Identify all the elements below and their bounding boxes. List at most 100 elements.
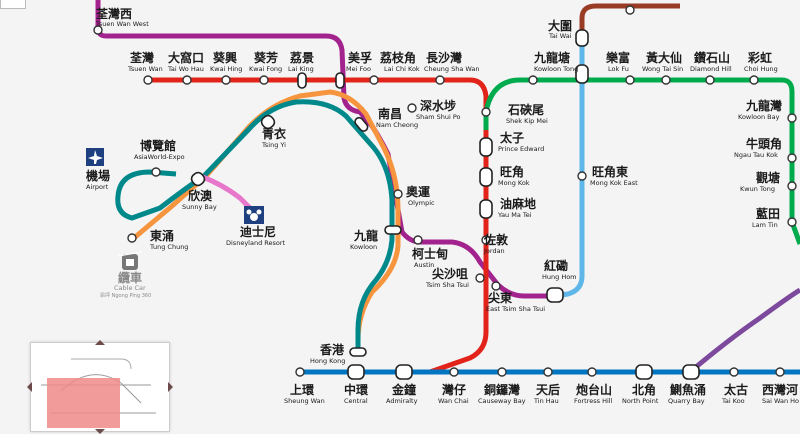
label-causeway-bay-zh: 銅鑼灣 <box>483 382 520 397</box>
label-wan-chai-zh: 灣仔 <box>442 382 466 397</box>
label-jordan-en: Jordan <box>483 247 505 255</box>
label-hong-kong-en: Hong Kong <box>310 357 345 365</box>
cable-car-icon <box>117 251 143 270</box>
disneyland-mickey-icon <box>244 206 264 224</box>
collapse-tab-button[interactable] <box>0 0 26 9</box>
tsuen-wan-line <box>148 77 489 375</box>
label-east-tsim-sha-tsui-en: East Tsim Sha Tsui <box>486 305 545 313</box>
label-mei-foo-en: Mei Foo <box>346 65 371 73</box>
label-lam-tin-zh: 藍田 <box>756 206 780 221</box>
minimap-navigator[interactable] <box>27 340 173 434</box>
label-nam-cheong-zh: 南昌 <box>378 106 402 121</box>
label-sheung-wan-en: Sheung Wan <box>284 397 325 405</box>
label-tsuen-wan-zh: 荃灣 <box>130 50 154 65</box>
label-hong-kong-zh: 香港 <box>319 342 345 357</box>
label-asiaworld-expo-zh: 博覽館 <box>140 138 176 153</box>
airport-plane-icon <box>86 148 104 166</box>
label-jordan-zh: 佐敦 <box>483 232 509 247</box>
label-tsing-yi-en: Tsing Yi <box>261 141 286 149</box>
label-austin-en: Austin <box>414 261 434 269</box>
label-asiaworld-expo-en: AsiaWorld-Expo <box>134 153 185 161</box>
label-yau-ma-tei-zh: 油麻地 <box>500 196 536 211</box>
label-tin-hau-en: Tin Hau <box>533 397 559 405</box>
label-airport-zh: 機場 <box>86 168 110 183</box>
label-shek-kip-mei-zh: 石硤尾 <box>507 102 544 117</box>
tseung-kwan-o-line <box>688 287 800 374</box>
label-central-zh: 中環 <box>344 382 369 397</box>
label-cheung-sha-wan-zh: 長沙灣 <box>426 50 462 65</box>
label-tsim-sha-tsui-zh: 尖沙咀 <box>432 266 468 281</box>
label-tung-chung-zh: 東涌 <box>150 228 174 243</box>
label-yau-ma-tei-en: Yau Ma Tei <box>497 211 532 219</box>
label-tai-wai-en: Tai Wai <box>548 32 572 40</box>
label-tsim-sha-tsui-en: Tsim Sha Tsui <box>425 281 469 289</box>
label-lok-fu-zh: 樂富 <box>605 50 630 65</box>
label-olympic-en: Olympic <box>408 199 435 207</box>
label-tsing-yi-zh: 青衣 <box>262 126 286 141</box>
label-lai-chi-kok-en: Lai Chi Kok <box>384 65 420 73</box>
label-hung-hom-zh: 紅磡 <box>544 258 568 273</box>
label-choi-hung-en: Choi Hung <box>744 65 778 73</box>
minimap-viewport-indicator[interactable] <box>47 378 120 428</box>
label-quarry-bay-zh: 鰂魚涌 <box>669 382 706 397</box>
label-hung-hom-en: Hung Hom <box>542 273 577 281</box>
label-kowloon-zh: 九龍 <box>353 228 378 243</box>
label-shek-kip-mei-en: Shek Kip Mei <box>506 117 548 125</box>
label-cable-car-sub: 昂坪 Ngong Ping 360 <box>100 292 151 299</box>
label-nam-cheong-en: Nam Cheong <box>376 121 418 129</box>
label-tai-koo-en: Tai Koo <box>721 397 745 405</box>
label-mong-kok-en: Mong Kok <box>498 179 530 187</box>
pan-up-arrow-icon[interactable] <box>95 340 105 345</box>
label-kowloon-tong-en: Kowloon Tong <box>534 65 578 73</box>
label-disneyland-zh: 迪士尼 <box>240 224 276 239</box>
label-kwai-fong-zh: 葵芳 <box>253 50 278 65</box>
label-sai-wan-ho-zh: 西灣河 <box>762 382 798 397</box>
pan-down-arrow-icon[interactable] <box>95 429 105 434</box>
label-kwun-tong-en: Kwun Tong <box>740 185 775 193</box>
label-sheung-wan-zh: 上環 <box>290 382 315 397</box>
label-tai-wo-hau-en: Tai Wo Hau <box>167 65 204 73</box>
pan-left-arrow-icon[interactable] <box>27 382 32 392</box>
label-tung-chung-en: Tung Chung <box>149 243 188 251</box>
label-east-tsim-sha-tsui-zh: 尖東 <box>488 290 512 305</box>
label-kowloon-bay-en: Kowloon Bay <box>738 113 780 121</box>
label-north-point-zh: 北角 <box>632 382 656 397</box>
label-airport-en: Airport <box>86 183 109 191</box>
label-central-en: Central <box>344 397 368 405</box>
label-admiralty-zh: 金鐘 <box>391 382 416 397</box>
kwun-tong-line <box>483 77 800 245</box>
label-prince-edward-en: Prince Edward <box>498 145 544 153</box>
label-kowloon-en: Kowloon <box>350 243 377 251</box>
label-olympic-zh: 奧運 <box>405 184 430 199</box>
airport-express-line <box>115 99 395 354</box>
label-wong-tai-sin-zh: 黃大仙 <box>645 50 682 65</box>
label-lam-tin-en: Lam Tin <box>752 221 778 229</box>
label-sunny-bay-en: Sunny Bay <box>182 203 217 211</box>
label-lai-king-en: Lai King <box>288 65 314 73</box>
label-tsuen-wan-west-en: Tsuen Wan West <box>95 20 149 28</box>
label-admiralty-en: Admiralty <box>386 397 418 405</box>
label-mei-foo-zh: 美孚 <box>348 50 372 65</box>
label-mong-kok-east-zh: 旺角東 <box>592 164 628 179</box>
label-kwai-hing-zh: 葵興 <box>212 50 237 65</box>
label-kowloon-tong-zh: 九龍塘 <box>533 50 570 65</box>
label-tsuen-wan-west-zh: 荃灣西 <box>96 6 132 21</box>
label-disneyland-en: Disneyland Resort <box>226 239 286 247</box>
label-mong-kok-zh: 旺角 <box>500 164 524 179</box>
label-north-point-en: North Point <box>622 397 659 405</box>
label-sham-shui-po-zh: 深水埗 <box>420 98 456 113</box>
label-kwai-fong-en: Kwai Fong <box>249 65 282 73</box>
pan-right-arrow-icon[interactable] <box>168 382 173 392</box>
east-rail-line <box>553 40 585 299</box>
label-tin-hau-zh: 天后 <box>536 382 560 397</box>
label-wan-chai-en: Wan Chai <box>438 397 469 405</box>
label-mong-kok-east-en: Mong Kok East <box>590 179 638 187</box>
label-ngau-tau-kok-en: Ngau Tau Kok <box>734 151 778 159</box>
label-causeway-bay-en: Causeway Bay <box>478 397 526 405</box>
label-ngau-tau-kok-zh: 牛頭角 <box>746 136 782 151</box>
label-tai-wo-hau-zh: 大窩口 <box>168 50 204 65</box>
label-sham-shui-po-en: Sham Shui Po <box>416 113 461 121</box>
label-diamond-hill-zh: 鑽石山 <box>694 50 730 65</box>
label-tai-koo-zh: 太古 <box>724 382 748 397</box>
